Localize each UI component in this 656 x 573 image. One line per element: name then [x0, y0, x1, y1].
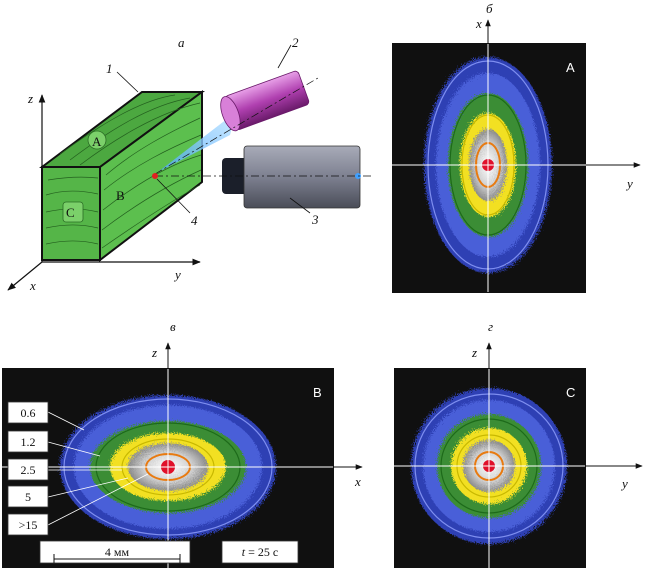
panel-v-label: в [170, 319, 176, 334]
legend-item: >15 [19, 518, 38, 532]
face-a-label: A [92, 134, 102, 149]
axis-y-label: y [173, 267, 181, 282]
panel-v-v-axis-label: z [151, 345, 157, 360]
panel-b: x y б A [392, 1, 641, 293]
panel-b-v-axis-label: x [475, 16, 482, 31]
time-label-box: t = 25 с [221, 540, 299, 564]
legend-item: 1.2 [21, 435, 36, 449]
panel-a-label: а [178, 35, 185, 50]
axis-x-label: x [29, 278, 36, 293]
time-var: t [242, 545, 246, 559]
panel-v-tag: B [313, 385, 322, 400]
panel-b-h-axis-label: y [625, 176, 633, 191]
panel-g-h-axis-label: y [620, 476, 628, 491]
panel-g-tag: C [566, 385, 575, 400]
face-c-label: C [66, 205, 75, 220]
scale-bar-label: 4 мм [105, 545, 130, 559]
legend-item: 5 [25, 490, 31, 504]
panel-g: z y г C [394, 319, 643, 568]
face-b-shape [99, 90, 203, 263]
axis-z-label: z [27, 91, 33, 106]
axis-x-line [7, 261, 43, 291]
contour-legend: 0.6 1.2 2.5 5 >15 [7, 401, 149, 536]
laser-tube [154, 70, 319, 175]
legend-item: 2.5 [21, 463, 36, 477]
time-value: = 25 с [245, 545, 278, 559]
callout-1: 1 [106, 61, 113, 76]
wood-block [39, 90, 206, 263]
panel-g-v-axis-label: z [471, 345, 477, 360]
panel-v-h-axis-label: x [354, 474, 361, 489]
callout-4: 4 [191, 213, 198, 228]
time-label: t = 25 с [242, 545, 278, 559]
panel-b-label: б [486, 1, 493, 16]
face-b-label: B [116, 188, 125, 203]
camera [155, 145, 372, 209]
callout-3: 3 [311, 212, 319, 227]
panel-a: а z y x [7, 35, 372, 293]
laser-spot [152, 173, 158, 179]
panel-b-tag: A [566, 60, 575, 75]
legend-item: 0.6 [21, 406, 36, 420]
scale-bar: 4 мм [39, 540, 191, 564]
callout-2: 2 [292, 35, 299, 50]
panel-v: z x в B 0.6 1.2 2.5 5 >15 4 [2, 319, 363, 568]
panel-g-label: г [488, 319, 493, 334]
